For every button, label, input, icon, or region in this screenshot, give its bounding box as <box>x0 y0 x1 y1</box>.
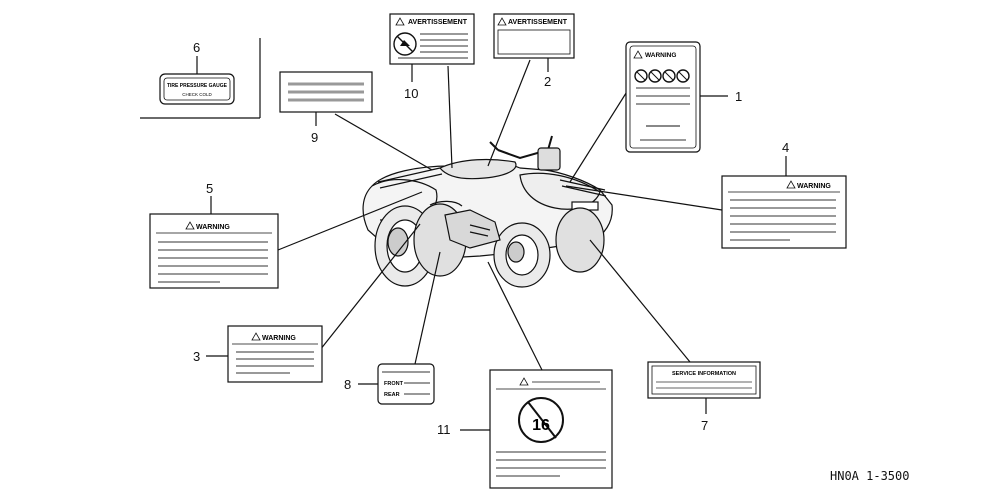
callout-5: 5 <box>206 181 213 196</box>
decal-5: WARNING <box>149 213 279 289</box>
decal-2-title: AVERTISSEMENT <box>508 19 568 26</box>
callout-11: 11 <box>437 422 451 437</box>
callout-4: 4 <box>782 140 789 155</box>
leader-lines <box>140 38 723 371</box>
decal-6-line-2: CHECK COLD <box>182 92 212 97</box>
decal-11-age-symbol: 16 <box>532 417 550 434</box>
decal-1: WARNING <box>625 41 701 153</box>
callout-1: 1 <box>735 89 742 104</box>
callout-8: 8 <box>344 377 351 392</box>
decal-1-title: WARNING <box>645 52 676 59</box>
callout-10: 10 <box>404 86 418 101</box>
decal-6-line-1: TIRE PRESSURE GAUGE <box>167 83 228 89</box>
decal-10: AVERTISSEMENT <box>389 13 475 65</box>
decal-2: AVERTISSEMENT <box>493 13 575 59</box>
decal-11: 16 <box>489 369 613 489</box>
decal-3-title: WARNING <box>262 335 296 342</box>
atv-illustration <box>362 135 613 288</box>
diagram-code: HN0A 1-3500 <box>830 469 909 483</box>
callout-3: 3 <box>193 349 200 364</box>
decal-8: FRONT REAR <box>377 363 435 405</box>
callout-7: 7 <box>701 418 708 433</box>
callout-9: 9 <box>311 130 318 145</box>
decal-7: SERVICE INFORMATION <box>647 361 761 399</box>
callout-2: 2 <box>544 74 551 89</box>
callout-6: 6 <box>193 40 200 55</box>
decal-8-line-2: REAR <box>384 392 400 398</box>
decal-4: WARNING <box>721 175 847 249</box>
decal-4-title: WARNING <box>797 183 831 190</box>
decal-6: TIRE PRESSURE GAUGE CHECK COLD <box>159 56 235 105</box>
decal-5-title: WARNING <box>196 224 230 231</box>
callout-ticks <box>206 58 787 431</box>
decal-3: WARNING <box>227 325 323 383</box>
decal-7-title: SERVICE INFORMATION <box>672 371 736 377</box>
decal-10-title: AVERTISSEMENT <box>408 19 468 26</box>
decal-8-line-1: FRONT <box>384 381 404 387</box>
decal-9 <box>279 71 373 113</box>
